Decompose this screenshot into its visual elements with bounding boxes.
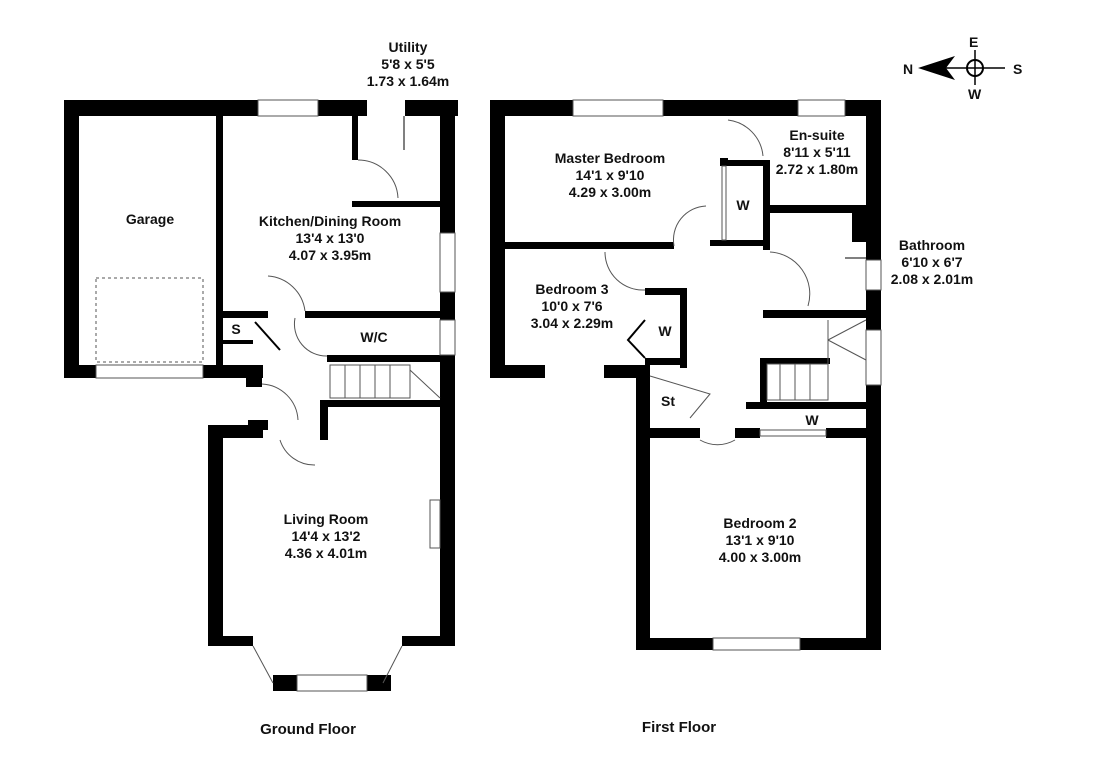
room-size-metric: 3.04 x 2.29m	[530, 315, 614, 331]
room-name: S	[231, 321, 241, 337]
room-name: Bedroom 2	[723, 515, 797, 531]
room-name: St	[661, 393, 675, 409]
room-label-wardrobe-bedroom-3: W	[658, 323, 671, 340]
room-name: Utility	[388, 39, 428, 55]
room-size-metric: 4.07 x 3.95m	[288, 247, 372, 263]
room-size-metric: 2.72 x 1.80m	[775, 161, 859, 177]
room-size-imperial: 14'4 x 13'2	[291, 528, 361, 544]
room-name: Living Room	[283, 511, 369, 527]
ground-floor-details	[95, 99, 456, 692]
room-label-wardrobe-master: W	[736, 197, 749, 214]
room-size-imperial: 13'4 x 13'0	[295, 230, 365, 246]
room-size-imperial: 8'11 x 5'11	[783, 144, 851, 160]
room-size-metric: 2.08 x 2.01m	[890, 271, 974, 287]
room-label-kitchen: Kitchen/Dining Room 13'4 x 13'0 4.07 x 3…	[259, 213, 401, 264]
room-size-imperial: 14'1 x 9'10	[575, 167, 645, 183]
room-name: Bathroom	[898, 237, 966, 253]
room-label-bedroom-3: Bedroom 3 10'0 x 7'6 3.04 x 2.29m	[531, 281, 614, 332]
room-label-en-suite: En-suite 8'11 x 5'11 2.72 x 1.80m	[776, 127, 859, 178]
room-label-store-first: St	[661, 393, 675, 410]
room-label-store: S	[231, 321, 240, 338]
room-size-metric: 4.29 x 3.00m	[568, 184, 652, 200]
compass-east-label: E	[969, 34, 979, 50]
compass-north-label: N	[903, 61, 914, 77]
compass-west-label: W	[968, 86, 982, 102]
room-name: Master Bedroom	[554, 150, 666, 166]
first-floor-walls	[490, 100, 881, 650]
room-size-imperial: 6'10 x 6'7	[901, 254, 963, 270]
room-size-imperial: 10'0 x 7'6	[541, 298, 603, 314]
room-size-metric: 4.36 x 4.01m	[284, 545, 368, 561]
room-label-living-room: Living Room 14'4 x 13'2 4.36 x 4.01m	[284, 511, 369, 562]
room-label-wardrobe-bedroom-2: W	[805, 412, 818, 429]
compass	[918, 50, 1005, 85]
north-arrow-icon	[918, 56, 955, 80]
room-label-wc: W/C	[360, 329, 387, 346]
room-name: W	[658, 323, 672, 339]
room-size-metric: 1.73 x 1.64m	[366, 73, 450, 89]
room-label-utility: Utility 5'8 x 5'5 1.73 x 1.64m	[367, 39, 450, 90]
room-size-metric: 4.00 x 3.00m	[718, 549, 802, 565]
first-floor-title: First Floor	[641, 719, 717, 736]
room-name: En-suite	[789, 127, 845, 143]
ground-floor-walls	[64, 100, 458, 691]
room-name: Kitchen/Dining Room	[258, 213, 402, 229]
room-label-master-bedroom: Master Bedroom 14'1 x 9'10 4.29 x 3.00m	[555, 150, 665, 201]
room-name: Bedroom 3	[535, 281, 609, 297]
room-name: W/C	[360, 329, 388, 345]
room-size-imperial: 13'1 x 9'10	[725, 532, 795, 548]
ground-floor-title: Ground Floor	[260, 721, 356, 738]
room-label-bedroom-2: Bedroom 2 13'1 x 9'10 4.00 x 3.00m	[719, 515, 802, 566]
room-name: Garage	[125, 211, 175, 227]
compass-south-label: S	[1013, 61, 1023, 77]
first-floor-details	[572, 99, 882, 651]
room-label-bathroom: Bathroom 6'10 x 6'7 2.08 x 2.01m	[891, 237, 974, 288]
room-name: W	[805, 412, 819, 428]
room-size-imperial: 5'8 x 5'5	[381, 56, 435, 72]
room-name: W	[736, 197, 750, 213]
room-label-garage: Garage	[126, 211, 174, 228]
